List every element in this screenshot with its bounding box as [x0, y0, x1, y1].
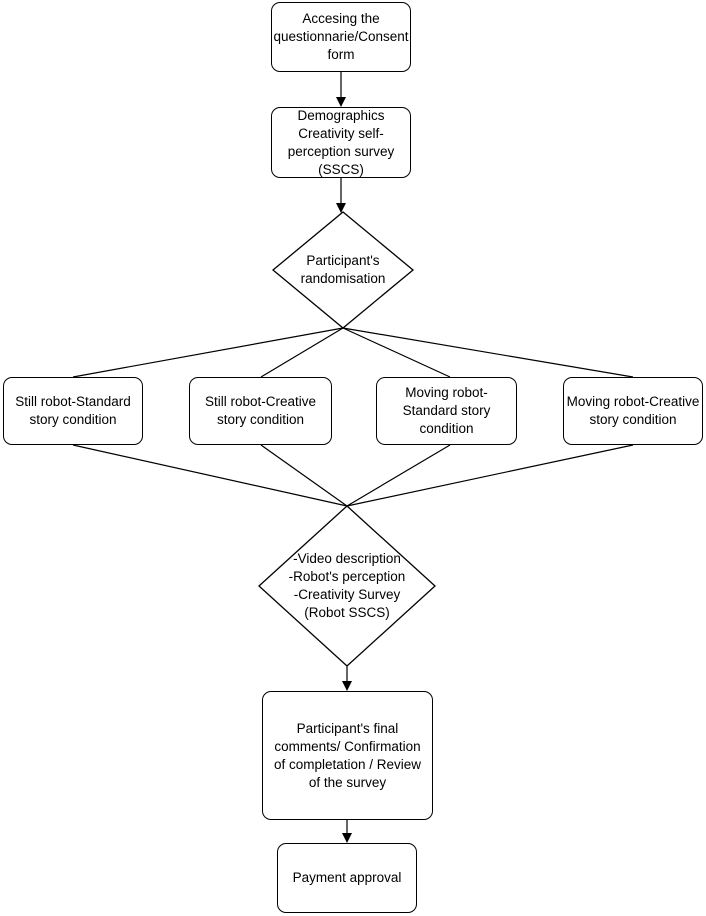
consent-box: Accesing the questionnarie/Consent form [271, 2, 411, 72]
final-comments-label: Participant's final comments/ Confirmati… [273, 720, 422, 790]
edge-randomisation-to-still-standard [72, 327, 344, 378]
condition-moving-standard-label: Moving robot- Standard story condition [402, 385, 491, 436]
edge-randomisation-to-moving-creative [342, 327, 634, 378]
payment-box: Payment approval [277, 843, 417, 913]
demographics-box: Demographics Creativity self- perception… [271, 107, 411, 178]
edge-still-creative-to-video-survey [260, 444, 348, 507]
final-comments-box: Participant's final comments/ Confirmati… [262, 691, 433, 820]
randomisation-label: Participant's randomisation [300, 253, 386, 286]
video-survey-label: -Video description -Robot's perception -… [288, 551, 406, 620]
edge-still-standard-to-video-survey [72, 444, 348, 507]
condition-moving-creative-box: Moving robot-Creative story condition [563, 377, 703, 445]
condition-still-standard-label: Still robot-Standard story condition [15, 394, 131, 427]
demographics-label: Demographics Creativity self- perception… [287, 107, 395, 177]
condition-moving-creative-label: Moving robot-Creative story condition [566, 394, 700, 427]
condition-still-creative-label: Still robot-Creative story condition [204, 394, 317, 427]
edge-moving-creative-to-video-survey [346, 444, 634, 507]
edge-randomisation-to-still-creative [260, 327, 344, 378]
consent-label: Accesing the questionnarie/Consent form [273, 11, 409, 62]
randomisation-diamond [271, 211, 415, 329]
condition-still-standard-box: Still robot-Standard story condition [3, 377, 143, 445]
edge-moving-standard-to-video-survey [346, 444, 451, 507]
video-survey-diamond [258, 505, 436, 667]
edge-randomisation-to-moving-standard [342, 327, 451, 378]
payment-label: Payment approval [292, 870, 402, 885]
condition-still-creative-box: Still robot-Creative story condition [189, 377, 332, 445]
condition-moving-standard-box: Moving robot- Standard story condition [376, 377, 517, 445]
